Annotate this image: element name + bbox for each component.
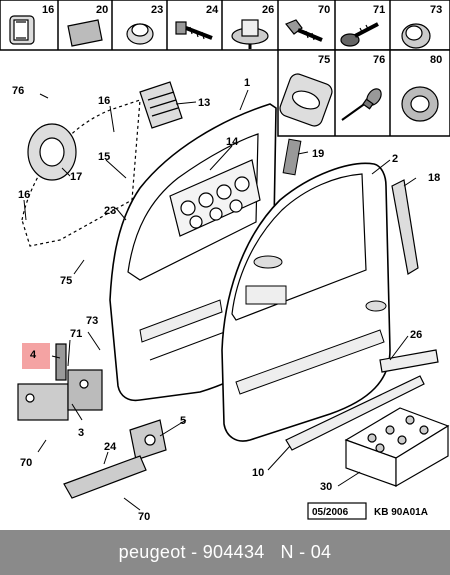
trim-strip-19 bbox=[282, 138, 302, 176]
rivet-icon bbox=[341, 88, 382, 121]
footer-brand: peugeot bbox=[118, 542, 186, 562]
label-76-grid: 76 bbox=[373, 54, 385, 66]
callout-16b: 16 bbox=[18, 189, 30, 201]
callout-76: 76 bbox=[12, 85, 24, 97]
bolt-icon bbox=[285, 19, 323, 42]
callout-26: 26 bbox=[410, 329, 422, 341]
callout-73: 73 bbox=[86, 315, 98, 327]
label-24-grid: 24 bbox=[206, 4, 219, 16]
label-75-grid: 75 bbox=[318, 54, 330, 66]
callout-5: 5 bbox=[180, 415, 186, 427]
label-71-grid: 71 bbox=[373, 4, 385, 16]
screw-icon bbox=[175, 21, 213, 40]
callout-71: 71 bbox=[70, 328, 82, 340]
speaker-grille bbox=[139, 81, 183, 129]
reference-boxes: 05/2006 KB 90A01A bbox=[307, 502, 428, 520]
callout-23: 23 bbox=[104, 205, 116, 217]
callout-10: 10 bbox=[252, 467, 264, 479]
leader-lines bbox=[23, 89, 417, 511]
callout-30: 30 bbox=[320, 481, 332, 493]
callout-labels: 13 14 1 2 19 18 26 10 30 73 71 4 76 16 1… bbox=[12, 77, 440, 523]
rear-door bbox=[221, 162, 391, 442]
callout-16a: 16 bbox=[98, 95, 110, 107]
callout-4: 4 bbox=[30, 349, 37, 361]
ref-code: KB 90A01A bbox=[374, 507, 428, 518]
plug-icon bbox=[126, 23, 154, 45]
callout-18: 18 bbox=[428, 172, 440, 184]
callout-70: 70 bbox=[20, 457, 32, 469]
label-16-grid: 16 bbox=[42, 4, 54, 16]
callout-24: 24 bbox=[104, 441, 117, 453]
fastener-kit-box bbox=[344, 407, 450, 488]
grommet-icon bbox=[401, 23, 431, 49]
label-26-grid: 26 bbox=[262, 4, 274, 16]
label-70-grid: 70 bbox=[318, 4, 330, 16]
callout-14: 14 bbox=[226, 136, 239, 148]
footer-bar: peugeot - 904434 N - 04 bbox=[0, 530, 450, 575]
fastener-icon bbox=[231, 19, 269, 49]
label-73-grid: 73 bbox=[430, 4, 442, 16]
label-20-grid: 20 bbox=[96, 4, 108, 16]
clip-icon bbox=[9, 15, 35, 45]
callout-1: 1 bbox=[244, 77, 250, 89]
parts-grid bbox=[0, 0, 450, 137]
footer-gap bbox=[265, 542, 281, 563]
seal-plate-icon bbox=[279, 73, 333, 127]
callout-75: 75 bbox=[60, 275, 72, 287]
window-regulator bbox=[169, 159, 261, 237]
grid-labels: 16 20 23 24 26 70 71 73 75 76 80 bbox=[42, 4, 442, 66]
footer-page-ref: N - 04 bbox=[280, 542, 332, 562]
speaker-17 bbox=[27, 123, 77, 181]
grid-part-icons bbox=[9, 15, 439, 127]
door-hinge bbox=[17, 343, 103, 421]
highlight-part-4 bbox=[22, 343, 50, 369]
footer-part-number: 904434 bbox=[202, 542, 265, 562]
label-80-grid: 80 bbox=[430, 54, 442, 66]
washer-bolt-icon bbox=[340, 22, 379, 47]
callout-3: 3 bbox=[78, 427, 84, 439]
parts-diagram: 16 20 23 24 26 70 71 73 75 76 80 bbox=[0, 0, 450, 523]
door-check-strap bbox=[63, 419, 167, 499]
callout-2: 2 bbox=[392, 153, 398, 165]
pad-icon bbox=[67, 19, 103, 47]
label-23-grid: 23 bbox=[151, 4, 163, 16]
callout-13: 13 bbox=[198, 97, 210, 109]
callout-19: 19 bbox=[312, 148, 324, 160]
footer-sep-1: - bbox=[185, 542, 203, 562]
ring-grommet-icon bbox=[401, 86, 439, 122]
date-code: 05/2006 bbox=[312, 507, 349, 518]
callout-17: 17 bbox=[70, 171, 82, 183]
callout-80: 70 bbox=[138, 511, 150, 523]
trim-strip-18 bbox=[391, 179, 419, 275]
callout-15: 15 bbox=[98, 151, 110, 163]
